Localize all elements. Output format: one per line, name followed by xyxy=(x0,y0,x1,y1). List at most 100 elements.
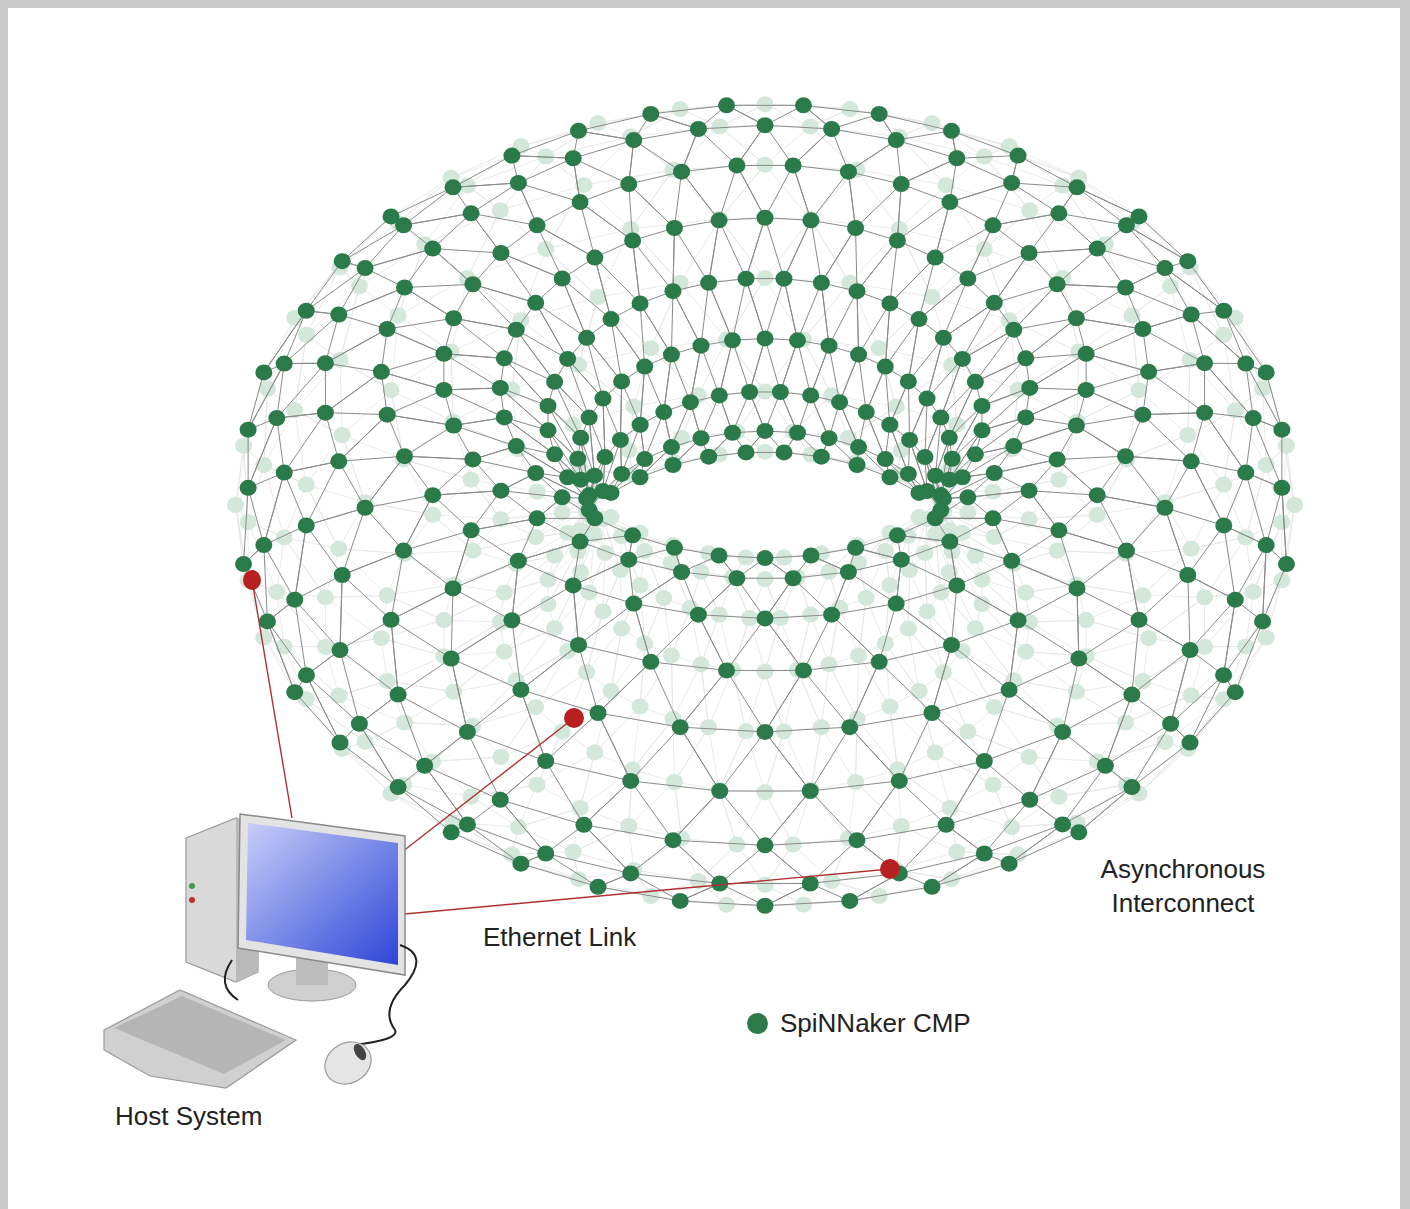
interconnect-link xyxy=(701,664,709,727)
interconnect-link xyxy=(885,303,890,366)
cmp-node-dot xyxy=(330,688,347,704)
interconnect-link xyxy=(433,515,501,519)
cmp-node-dot xyxy=(986,699,1003,715)
interconnect-link xyxy=(935,752,950,807)
interconnect-link xyxy=(244,564,264,637)
interconnect-link xyxy=(897,184,901,240)
interconnect-link xyxy=(1057,551,1125,554)
interconnect-link xyxy=(1132,223,1171,286)
interconnect-link xyxy=(941,359,963,418)
interconnect-link xyxy=(404,722,472,725)
cmp-node-dot xyxy=(317,589,334,605)
interconnect-link xyxy=(919,258,935,320)
interconnect-link xyxy=(1076,318,1142,329)
cmp-node-dot xyxy=(492,202,509,218)
interconnect-link xyxy=(821,727,855,782)
interconnect-link xyxy=(521,131,579,146)
interconnect-link xyxy=(1246,592,1253,646)
interconnect-link xyxy=(943,672,967,731)
interconnect-link xyxy=(803,340,879,349)
cmp-node-dot xyxy=(959,723,976,739)
interconnect-link xyxy=(1165,435,1188,502)
interconnect-link xyxy=(733,618,750,670)
interconnect-link xyxy=(391,794,453,823)
interconnect-link xyxy=(512,390,573,425)
cmp-node-dot xyxy=(1078,612,1095,628)
interconnect-link xyxy=(579,365,634,406)
cmp-node-dot xyxy=(1273,514,1290,530)
cmp-node-dot xyxy=(625,398,642,414)
interconnect-link xyxy=(951,365,956,425)
interconnect-link xyxy=(797,615,810,670)
interconnect-link xyxy=(295,335,307,410)
interconnect-link xyxy=(633,719,673,770)
interconnect-link xyxy=(968,731,993,784)
interconnect-link xyxy=(957,156,1018,159)
interconnect-link xyxy=(746,731,765,792)
interconnect-link xyxy=(1139,749,1188,794)
interconnect-link xyxy=(935,534,940,592)
interconnect-link xyxy=(1191,314,1246,363)
interconnect-link xyxy=(962,330,1013,359)
interconnect-link xyxy=(765,731,784,792)
interconnect-link xyxy=(908,338,943,382)
interconnect-link xyxy=(277,592,284,646)
interconnect-link xyxy=(765,219,810,278)
interconnect-link xyxy=(404,554,453,585)
interconnect-link xyxy=(521,249,546,320)
cmp-node-dot xyxy=(666,774,683,790)
interconnect-link xyxy=(1077,187,1139,216)
interconnect-link xyxy=(765,165,810,219)
interconnect-link xyxy=(949,382,975,438)
interconnect-link xyxy=(595,691,611,753)
interconnect-link xyxy=(537,731,562,784)
interconnect-link xyxy=(857,291,859,354)
cmp-node-dot xyxy=(435,612,452,628)
interconnect-link xyxy=(451,146,521,177)
interconnect-link xyxy=(518,808,580,827)
cmp-node-dot xyxy=(984,484,1001,500)
cmp-node-dot xyxy=(802,119,819,135)
interconnect-link xyxy=(1076,288,1125,319)
interconnect-link xyxy=(673,664,701,719)
interconnect-link xyxy=(1029,249,1097,253)
interconnect-link xyxy=(664,598,672,655)
interconnect-link xyxy=(516,651,567,680)
interconnect-link xyxy=(573,365,578,425)
interconnect-link xyxy=(365,502,433,515)
cmp-node-dot xyxy=(492,749,509,765)
interconnect-link xyxy=(975,330,1013,382)
interconnect-link xyxy=(746,672,765,732)
interconnect-link xyxy=(897,184,901,240)
cmp-node-dot xyxy=(757,571,774,587)
interconnect-link xyxy=(454,680,517,691)
interconnect-link xyxy=(935,202,950,257)
cmp-node-dot xyxy=(240,514,257,530)
interconnect-link xyxy=(1029,515,1097,519)
interconnect-link xyxy=(518,808,580,827)
interconnect-link xyxy=(404,551,472,554)
interconnect-link xyxy=(810,219,850,283)
interconnect-link xyxy=(537,752,595,784)
interconnect-link xyxy=(885,303,890,366)
cmp-node-dot xyxy=(1278,438,1295,454)
interconnect-link xyxy=(1205,537,1246,597)
interconnect-link xyxy=(975,628,1013,680)
interconnect-link xyxy=(765,792,793,844)
interconnect-link xyxy=(857,241,897,292)
interconnect-link xyxy=(1224,335,1236,410)
interconnect-link xyxy=(919,691,935,753)
interconnect-link xyxy=(1143,595,1205,597)
interconnect-link xyxy=(1224,335,1263,389)
interconnect-link xyxy=(962,330,1013,359)
interconnect-link xyxy=(927,338,943,399)
interconnect-link xyxy=(611,629,622,691)
interconnect-link xyxy=(342,435,365,502)
cmp-node-dot xyxy=(527,529,544,545)
cmp-node-dot xyxy=(821,656,838,672)
interconnect-link xyxy=(244,564,264,637)
interconnect-link xyxy=(295,410,306,484)
cmp-node-dot xyxy=(911,683,928,699)
interconnect-link xyxy=(720,127,765,165)
interconnect-link xyxy=(306,267,340,334)
